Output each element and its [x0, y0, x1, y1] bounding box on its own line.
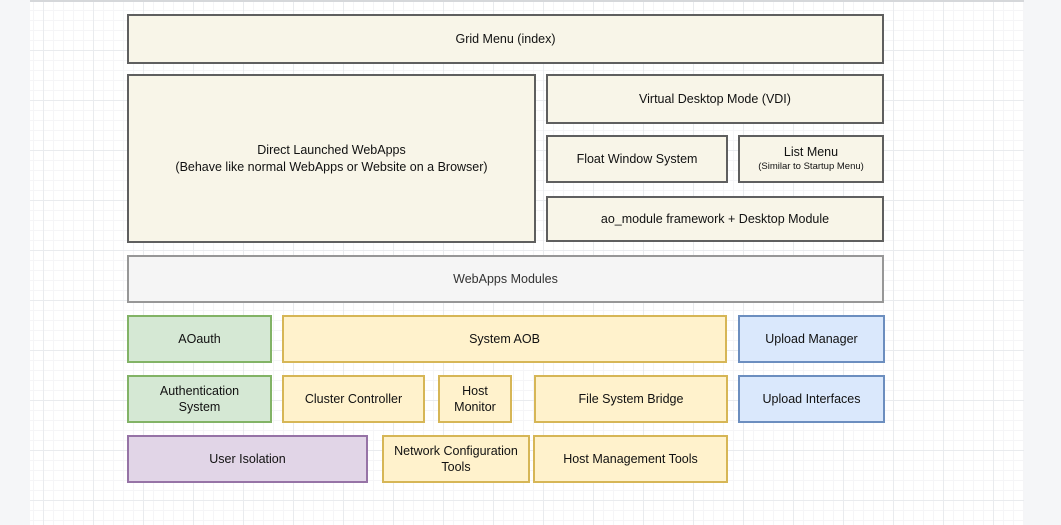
- shape-float-window-system[interactable]: Float Window System: [546, 135, 728, 183]
- shape-aoauth[interactable]: AOauth: [127, 315, 272, 363]
- shape-label: Cluster Controller: [304, 391, 403, 406]
- shape-label: Direct Launched WebApps: [257, 143, 406, 158]
- shape-label: Network Configuration Tools: [394, 443, 518, 474]
- shape-host-management-tools[interactable]: Host Management Tools: [533, 435, 728, 483]
- shape-label: Host Management Tools: [563, 451, 698, 466]
- shape-system-aob[interactable]: System AOB: [282, 315, 727, 363]
- shape-user-isolation[interactable]: User Isolation: [127, 435, 368, 483]
- canvas-top-edge: [30, 0, 1024, 2]
- shape-label: File System Bridge: [578, 391, 684, 406]
- shape-label: Authentication System: [159, 383, 240, 414]
- shape-upload-interfaces[interactable]: Upload Interfaces: [738, 375, 885, 423]
- shape-label: Grid Menu (index): [455, 31, 556, 46]
- shape-label: User Isolation: [209, 451, 286, 466]
- shape-label: List Menu: [783, 145, 839, 160]
- shape-sublabel: (Behave like normal WebApps or Website o…: [175, 159, 488, 174]
- shape-authentication-system[interactable]: Authentication System: [127, 375, 272, 423]
- shape-direct-launched-webapps[interactable]: Direct Launched WebApps (Behave like nor…: [127, 74, 536, 243]
- shape-ao-module-framework[interactable]: ao_module framework + Desktop Module: [546, 196, 884, 242]
- shape-label: System AOB: [469, 331, 540, 346]
- shape-upload-manager[interactable]: Upload Manager: [738, 315, 885, 363]
- shape-label: Upload Interfaces: [762, 391, 861, 406]
- shape-label: Upload Manager: [765, 331, 858, 346]
- shape-virtual-desktop-mode[interactable]: Virtual Desktop Mode (VDI): [546, 74, 884, 124]
- shape-label: Virtual Desktop Mode (VDI): [639, 91, 791, 106]
- shape-host-monitor[interactable]: Host Monitor: [438, 375, 512, 423]
- shape-network-configuration-tools[interactable]: Network Configuration Tools: [382, 435, 530, 483]
- canvas-gutter-left: [0, 0, 30, 525]
- canvas-gutter-right: [1024, 0, 1061, 525]
- shape-label: AOauth: [178, 331, 221, 346]
- shape-grid-menu[interactable]: Grid Menu (index): [127, 14, 884, 64]
- shape-webapps-modules[interactable]: WebApps Modules: [127, 255, 884, 303]
- shape-sublabel: (Similar to Startup Menu): [758, 161, 864, 173]
- shape-file-system-bridge[interactable]: File System Bridge: [534, 375, 728, 423]
- shape-label: WebApps Modules: [453, 271, 558, 286]
- shape-label: ao_module framework + Desktop Module: [600, 211, 830, 226]
- shape-cluster-controller[interactable]: Cluster Controller: [282, 375, 425, 423]
- shape-label: Float Window System: [576, 151, 698, 166]
- shape-list-menu[interactable]: List Menu (Similar to Startup Menu): [738, 135, 884, 183]
- shape-label: Host Monitor: [454, 383, 496, 414]
